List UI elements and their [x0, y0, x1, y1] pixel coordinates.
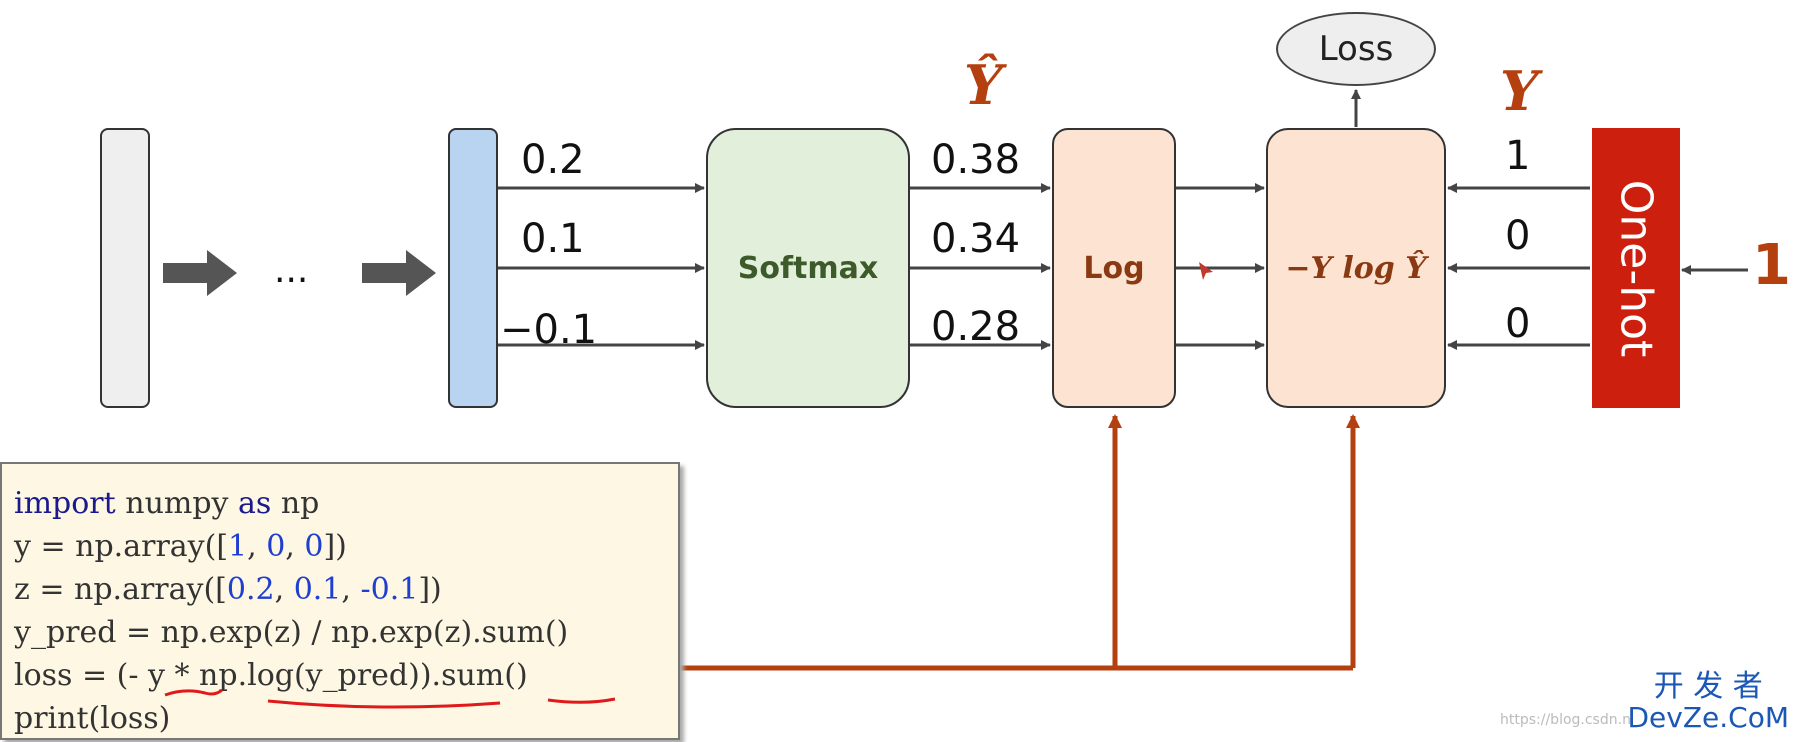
code-line-3: z = np.array([0.2, 0.1, -0.1]) [14, 572, 442, 607]
onehot-block: One-hot [1592, 128, 1680, 408]
code-line-2: y = np.array([1, 0, 0]) [14, 529, 347, 564]
ellipsis: ... [274, 250, 309, 291]
watermark-line-2: DevZe.CoM [1627, 700, 1789, 734]
input-block [100, 128, 150, 408]
watermark-line-1: 开 发 者 [1653, 669, 1763, 705]
loss-node: Loss [1276, 12, 1436, 86]
onehot-label: One-hot [1610, 179, 1662, 357]
class-index: 1 [1752, 233, 1791, 298]
code-keyword-as: as [238, 486, 272, 521]
watermark-url: https://blog.csdn.n [1500, 712, 1631, 728]
underline-log [267, 699, 501, 709]
code-underlines [164, 688, 616, 709]
flow-arrow-1 [163, 250, 237, 296]
logit-value-2: 0.1 [521, 216, 585, 262]
code-line-4: y_pred = np.exp(z) / np.exp(z).sum() [14, 615, 569, 650]
code-line-5: loss = (- y * np.log(y_pred)).sum() [14, 658, 528, 693]
logit-value-1: 0.2 [521, 137, 585, 183]
log-block: Log [1052, 128, 1176, 408]
onehot-value-2: 0 [1505, 213, 1531, 259]
code-line-1: import numpy as np [14, 486, 320, 521]
y-label: Y [1500, 59, 1539, 123]
underline-sum [547, 697, 616, 704]
cross-entropy-block: −Y log Ŷ [1266, 128, 1446, 408]
cross-entropy-label: −Y log Ŷ [1285, 250, 1427, 286]
watermark: 开 发 者 DevZe.CoM [1627, 671, 1789, 732]
softmax-label: Softmax [737, 250, 879, 286]
code-snippet: import numpy as np y = np.array([1, 0, 0… [0, 462, 680, 740]
softmax-block: Softmax [706, 128, 910, 408]
prob-value-2: 0.34 [931, 216, 1021, 262]
onehot-value-3: 0 [1505, 301, 1531, 347]
logit-value-3: −0.1 [500, 307, 598, 353]
code-line-6: print(loss) [14, 701, 171, 736]
flow-arrow-2 [362, 250, 436, 296]
prob-value-1: 0.38 [931, 137, 1021, 183]
code-keyword-import: import [14, 486, 116, 521]
cursor-icon [1199, 262, 1213, 280]
underline-minus-y [164, 688, 223, 697]
onehot-value-1: 1 [1505, 133, 1531, 179]
y-hat-label: Ŷ [964, 53, 1003, 117]
logit-block [448, 128, 498, 408]
log-label: Log [1083, 250, 1145, 286]
loss-label: Loss [1318, 29, 1394, 69]
prob-value-3: 0.28 [931, 304, 1021, 350]
